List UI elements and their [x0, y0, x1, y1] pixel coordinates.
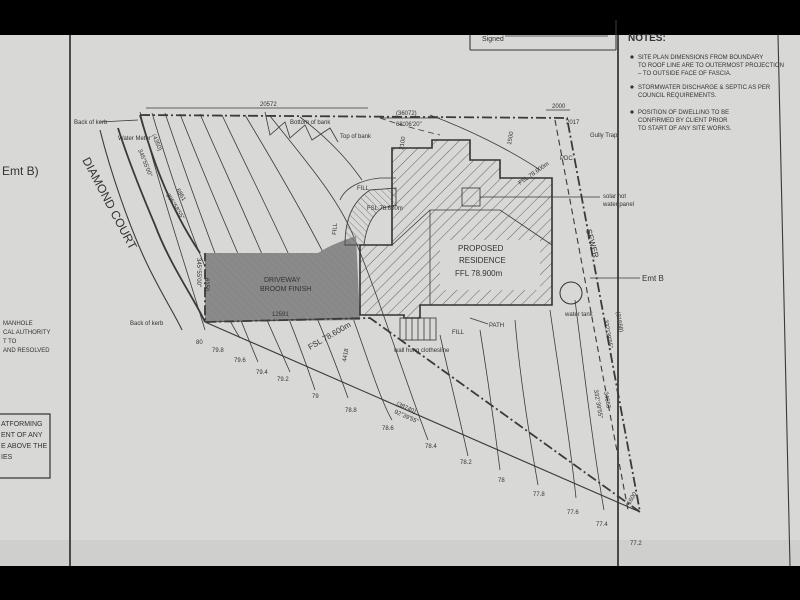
bearing-right: 332°39'55": [602, 319, 613, 349]
bank-lines: [264, 111, 441, 143]
contour-label-79-4: 79.4: [256, 370, 268, 376]
fill-top-label: FILL: [357, 186, 370, 192]
dim-34663: 34663: [602, 391, 611, 409]
bearing-top: 68°06'20": [396, 122, 422, 128]
note-3-line-1: POSITION OF DWELLING TO BE: [638, 110, 729, 116]
dim-2017: 2017: [566, 120, 580, 126]
fill-side-label: FILL: [332, 222, 339, 235]
top-of-bank-label: Top of bank: [340, 134, 372, 140]
note-1-line-3: – TO OUTSIDE FACE OF FASCIA.: [638, 71, 732, 77]
note-2-line-1: STORMWATER DISCHARGE & SEPTIC AS PER: [638, 85, 771, 91]
fill-lower-label: FILL: [452, 330, 465, 336]
contour-label-79-2: 79.2: [277, 377, 289, 383]
path-label: PATH: [489, 323, 504, 329]
emt-b-label: Emt B: [642, 274, 664, 283]
gully-trap-label: Gully Trap: [590, 133, 618, 139]
driveway: DRIVEWAY BROOM FINISH: [205, 236, 360, 322]
dim-31668: (31668): [614, 311, 624, 332]
sheet-border-far-right: [777, 34, 791, 567]
note-1-line-2: TO ROOF LINE ARE TO OUTERMOST PROJECTION: [638, 63, 784, 69]
proposed-residence: PROPOSED RESIDENCE FFL 78.900m: [359, 139, 553, 319]
left-margin-fragments: Emt B) MANHOLE CAL AUTHORITY T TO AND RE…: [0, 164, 51, 479]
front-bearing: 345°55'00": [195, 258, 201, 287]
driveway-label-1: DRIVEWAY: [264, 277, 301, 284]
residence-label-2: RESIDENCE: [459, 256, 506, 265]
contour-labels: 80 79.8 79.6 79.4 79.2 79 78.8 78.6 78.4…: [196, 340, 642, 547]
residence-ffl: FFL 78.900m: [455, 269, 503, 278]
notes-block: NOTES: SITE PLAN DIMENSIONS FROM BOUNDAR…: [628, 33, 784, 132]
left-box-line-1: ATFORMING: [1, 421, 42, 428]
solar-panel-label-1: solar hot: [603, 194, 626, 200]
bottom-of-bank-label: Bottom of bank: [290, 120, 331, 126]
contour-label-77-6: 77.6: [567, 510, 579, 516]
left-note-line-4: AND RESOLVED: [3, 348, 50, 354]
contour-label-77-4: 77.4: [596, 522, 608, 528]
solar-panel-label-2: water panel: [602, 202, 634, 208]
kerb-line: [99, 127, 206, 331]
left-note-line-2: CAL AUTHORITY: [3, 330, 50, 336]
fill-fsl-label: FSL 78.600m: [367, 206, 403, 212]
dim-12591: 12591: [272, 312, 289, 318]
title-block: Signed: [469, 20, 617, 51]
left-box-line-2: ENT OF ANY: [1, 432, 43, 439]
dimension-annotations: 20572 (36072) 68°06'20" 2000 2017 1500 2…: [136, 102, 639, 506]
contour-label-79-8: 79.8: [212, 348, 224, 354]
note-3-line-2: CONFIRMED BY CLIENT PRIOR: [638, 118, 728, 124]
contour-label-80: 80: [196, 340, 203, 346]
signed-label: Signed: [482, 36, 504, 43]
dim-36072: (36072): [396, 111, 417, 117]
contour-label-77-8: 77.8: [533, 492, 545, 498]
contour-label-78-2: 78.2: [460, 460, 472, 466]
left-note-line-1: MANHOLE: [3, 321, 33, 327]
bearing-right-2: 332°39'55": [592, 389, 603, 419]
water-tank-label: water tank: [564, 312, 594, 318]
dim-20572: 20572: [260, 102, 277, 108]
contour-label-78-4: 78.4: [425, 444, 437, 450]
contour-label-77-2: 77.2: [630, 541, 642, 547]
water-meter-label: Water Meter: [118, 136, 151, 142]
back-of-kerb-top: Back of kerb: [74, 120, 108, 126]
left-box-line-3: E ABOVE THE: [1, 443, 47, 450]
clothesline-label: wall hung clothesline: [393, 348, 450, 354]
front-dim: 6150: [203, 278, 209, 292]
left-note-line-3: T TO: [3, 339, 17, 345]
paper-shadow: [0, 540, 800, 566]
driveway-label-2: BROOM FINISH: [260, 286, 311, 293]
path-leader: [469, 317, 489, 325]
note-2-line-2: COUNCIL REQUIREMENTS.: [638, 93, 717, 99]
contour-label-79: 79: [312, 394, 319, 400]
steps: wall hung clothesline: [393, 317, 450, 354]
contour-label-78-8: 78.8: [345, 408, 357, 414]
notes-title: NOTES:: [628, 33, 666, 44]
note-1-line-1: SITE PLAN DIMENSIONS FROM BOUNDARY: [638, 55, 763, 61]
water-tank: water tank: [559, 281, 594, 318]
dim-2000: 2000: [552, 104, 566, 110]
back-of-kerb-bottom: Back of kerb: [130, 321, 164, 327]
contour-label-78: 78: [498, 478, 505, 484]
contour-label-78-6: 78.6: [382, 426, 394, 432]
pdc-label: PDC: [560, 156, 573, 162]
note-3-line-3: TO START OF ANY SITE WORKS.: [638, 126, 732, 132]
contour-label-79-6: 79.6: [234, 358, 246, 364]
dim-2100: 2100: [399, 136, 407, 151]
site-boundary: [139, 114, 642, 515]
residence-label-1: PROPOSED: [458, 244, 504, 253]
left-box-line-4: IES: [1, 454, 13, 461]
dim-1500: 1500: [507, 131, 515, 146]
left-emt-fragment: Emt B): [2, 164, 39, 178]
dim-4418: 4418: [342, 348, 350, 363]
